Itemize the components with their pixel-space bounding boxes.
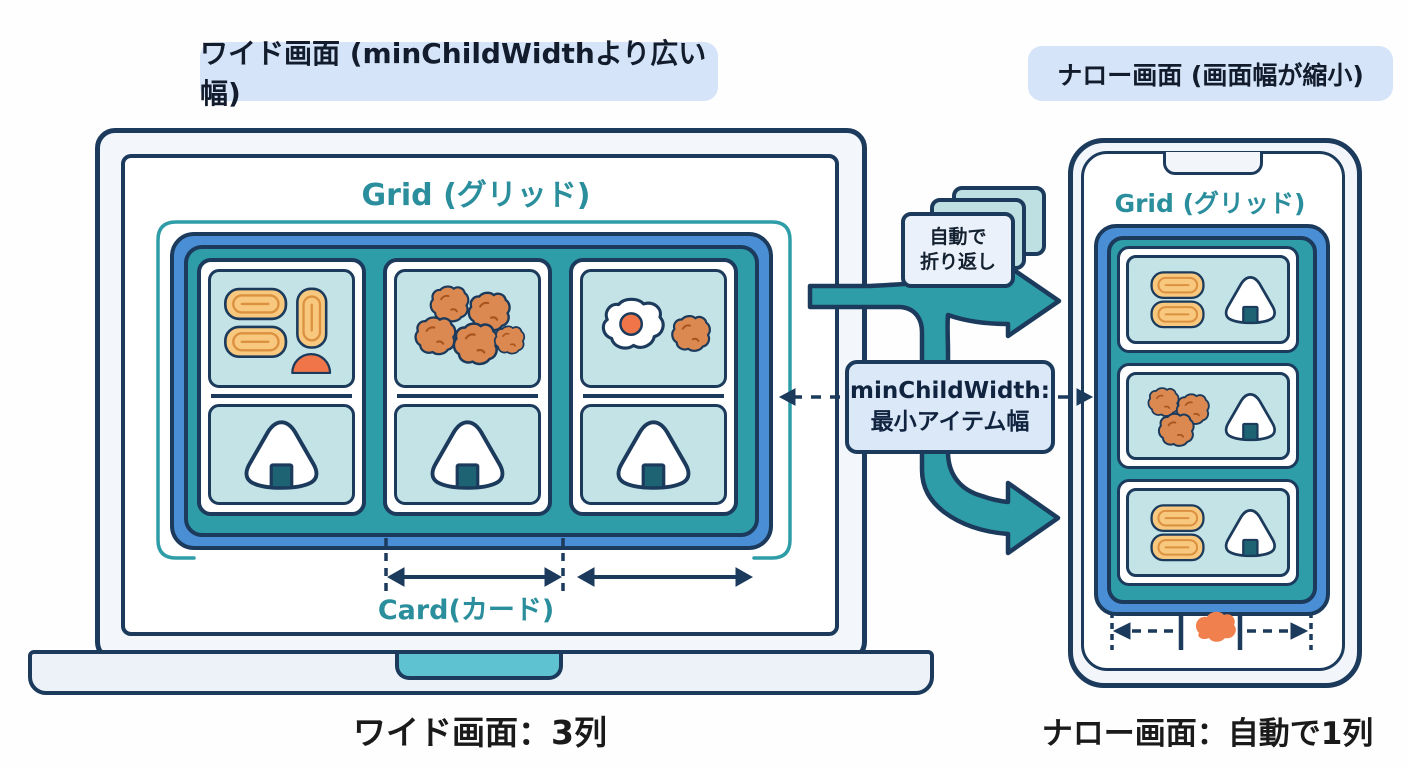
onigiri-icon [614,410,693,498]
onigiri-icon [1223,497,1278,568]
laptop-bento-card [383,258,552,516]
karaage-trio-icon [1138,381,1217,452]
min-child-width-line2: 最小アイテム幅 [870,409,1030,435]
bento-food-cell [580,269,727,388]
cell-divider [211,393,352,398]
bento-onigiri-cell [580,403,727,505]
phone-grid-label: Grid (グリッド) [1114,189,1306,218]
tamagoyaki-pair-icon [1138,497,1217,568]
cell-divider [397,393,538,398]
laptop-card-grid [197,258,738,516]
min-child-width-line1: minChildWidth: [850,377,1050,404]
narrow-screen-header: ナロー画面 (画面幅が縮小) [1028,46,1393,101]
bento-food-cell [208,269,355,388]
phone-bento-card [1117,246,1299,353]
onigiri-icon [428,410,507,498]
card-label: Card(カード) [377,595,555,626]
cell-divider [583,393,724,398]
min-child-width-box: minChildWidth: 最小アイテム幅 [845,360,1055,454]
phone-notch [1163,152,1263,175]
karaage-cluster-icon [405,277,529,381]
auto-wrap-line2: 折り返し [919,251,996,273]
narrow-caption: ナロー画面：自動で1列 [1041,716,1374,752]
bento-food-cell [394,269,541,388]
auto-wrap-note: 自動で 折り返し [901,212,1015,288]
phone-food-cell [1126,371,1290,461]
auto-wrap-line1: 自動で [929,226,987,249]
phone-card-grid [1117,246,1299,587]
onigiri-icon [1223,264,1278,335]
onigiri-icon [1223,381,1278,452]
tamagoyaki-set-icon [219,277,343,381]
laptop-grid-label: Grid (グリッド) [361,178,591,213]
bento-onigiri-cell [208,403,355,505]
wide-screen-header: ワイド画面 (minChildWidthより広い幅) [200,37,718,110]
phone-bento-card [1117,479,1299,587]
phone-bento-card [1117,362,1299,470]
laptop-bento-card [197,258,366,516]
laptop-hinge-notch [395,654,563,680]
laptop-bento-card [569,258,738,516]
egg-karaage-icon [591,277,715,381]
wide-caption: ワイド画面：3列 [353,713,607,752]
onigiri-icon [242,410,321,498]
tamagoyaki-pair-icon [1138,264,1217,335]
phone-food-cell [1126,255,1290,344]
phone-food-cell [1126,488,1290,578]
bento-onigiri-cell [394,403,541,505]
